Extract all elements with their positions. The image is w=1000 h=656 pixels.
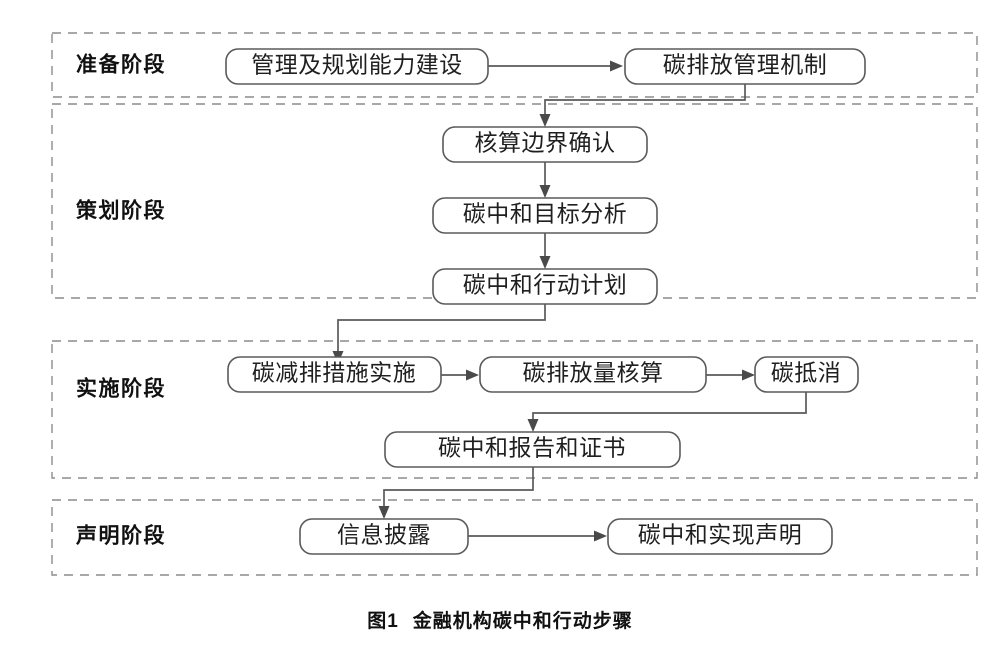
node-box[interactable] bbox=[442, 126, 648, 163]
arrow-head-icon bbox=[539, 256, 551, 269]
stage-band-planning: 策划阶段 bbox=[51, 103, 978, 299]
node-box[interactable] bbox=[754, 356, 859, 393]
stage-band-rect-implementation bbox=[51, 340, 978, 479]
stage-band-preparation: 准备阶段 bbox=[51, 32, 978, 98]
connector-actionplan-to-reduction bbox=[332, 304, 546, 364]
node-box[interactable] bbox=[227, 356, 442, 393]
connector-target-to-actionplan bbox=[539, 233, 551, 269]
node-carbon-neutral-target-analysis[interactable]: 碳中和目标分析 bbox=[432, 197, 658, 234]
node-box[interactable] bbox=[624, 48, 866, 85]
node-label: 碳排放管理机制 bbox=[663, 52, 828, 77]
arrow-head-icon bbox=[610, 60, 623, 72]
node-label: 碳中和行动计划 bbox=[463, 272, 628, 297]
node-box[interactable] bbox=[432, 197, 658, 234]
figure-caption-text: 金融机构碳中和行动步骤 bbox=[412, 611, 633, 632]
node-label: 碳排放量核算 bbox=[523, 360, 664, 385]
connector-reduction-to-accounting bbox=[441, 369, 479, 381]
node-carbon-neutral-achievement-statement[interactable]: 碳中和实现声明 bbox=[607, 518, 833, 555]
node-box[interactable] bbox=[225, 48, 489, 85]
arrow-head-icon bbox=[539, 114, 551, 127]
node-label: 碳中和目标分析 bbox=[463, 201, 628, 226]
node-box[interactable] bbox=[479, 356, 707, 393]
arrow-head-icon bbox=[594, 530, 607, 542]
stage-label-declaration: 声明阶段 bbox=[75, 524, 166, 548]
node-box[interactable] bbox=[432, 268, 658, 305]
figure-caption-number: 图1 bbox=[367, 611, 399, 632]
node-information-disclosure[interactable]: 信息披露 bbox=[299, 518, 469, 555]
stage-band-declaration: 声明阶段 bbox=[51, 499, 978, 576]
stage-label-preparation: 准备阶段 bbox=[76, 53, 166, 77]
node-carbon-emission-accounting[interactable]: 碳排放量核算 bbox=[479, 356, 707, 393]
node-label: 管理及规划能力建设 bbox=[251, 52, 463, 77]
connector-disclosure-to-statement bbox=[468, 530, 607, 542]
node-carbon-neutral-action-plan[interactable]: 碳中和行动计划 bbox=[432, 268, 658, 305]
node-label: 核算边界确认 bbox=[475, 130, 616, 155]
stage-label-implementation: 实施阶段 bbox=[76, 377, 166, 401]
node-box[interactable] bbox=[607, 518, 833, 555]
connector-offset-to-report bbox=[527, 392, 807, 432]
node-accounting-boundary-confirmation[interactable]: 核算边界确认 bbox=[442, 126, 648, 163]
stage-label-planning: 策划阶段 bbox=[76, 199, 166, 223]
arrow-head-icon bbox=[539, 185, 551, 198]
arrow-head-icon bbox=[378, 506, 390, 519]
node-mgmt-planning-capacity[interactable]: 管理及规划能力建设 bbox=[225, 48, 489, 85]
stage-band-rect-declaration bbox=[51, 499, 978, 576]
connector-mgmt-to-mechanism bbox=[488, 60, 623, 72]
node-box[interactable] bbox=[299, 518, 469, 555]
arrow-head-icon bbox=[742, 369, 755, 381]
node-label: 碳减排措施实施 bbox=[252, 360, 417, 385]
arrow-head-icon bbox=[466, 369, 479, 381]
connector-mechanism-to-boundary bbox=[539, 84, 746, 127]
node-label: 信息披露 bbox=[337, 522, 431, 547]
connector-report-to-disclosure bbox=[378, 466, 534, 519]
connector-accounting-to-offset bbox=[706, 369, 755, 381]
node-carbon-emission-mgmt-mechanism[interactable]: 碳排放管理机制 bbox=[624, 48, 866, 85]
node-box[interactable] bbox=[384, 431, 681, 468]
arrow-head-icon bbox=[527, 419, 539, 432]
node-carbon-reduction-measures[interactable]: 碳减排措施实施 bbox=[227, 356, 442, 393]
node-carbon-offset[interactable]: 碳抵消 bbox=[754, 356, 859, 393]
node-label: 碳中和报告和证书 bbox=[438, 435, 626, 460]
connector-boundary-to-target bbox=[539, 162, 551, 198]
node-label: 碳中和实现声明 bbox=[638, 522, 803, 547]
stage-band-implementation: 实施阶段 bbox=[51, 340, 978, 479]
node-carbon-neutral-report-certificate[interactable]: 碳中和报告和证书 bbox=[384, 431, 681, 468]
node-label: 碳抵消 bbox=[771, 360, 842, 385]
figure-caption: 图1 金融机构碳中和行动步骤 bbox=[0, 606, 1000, 633]
